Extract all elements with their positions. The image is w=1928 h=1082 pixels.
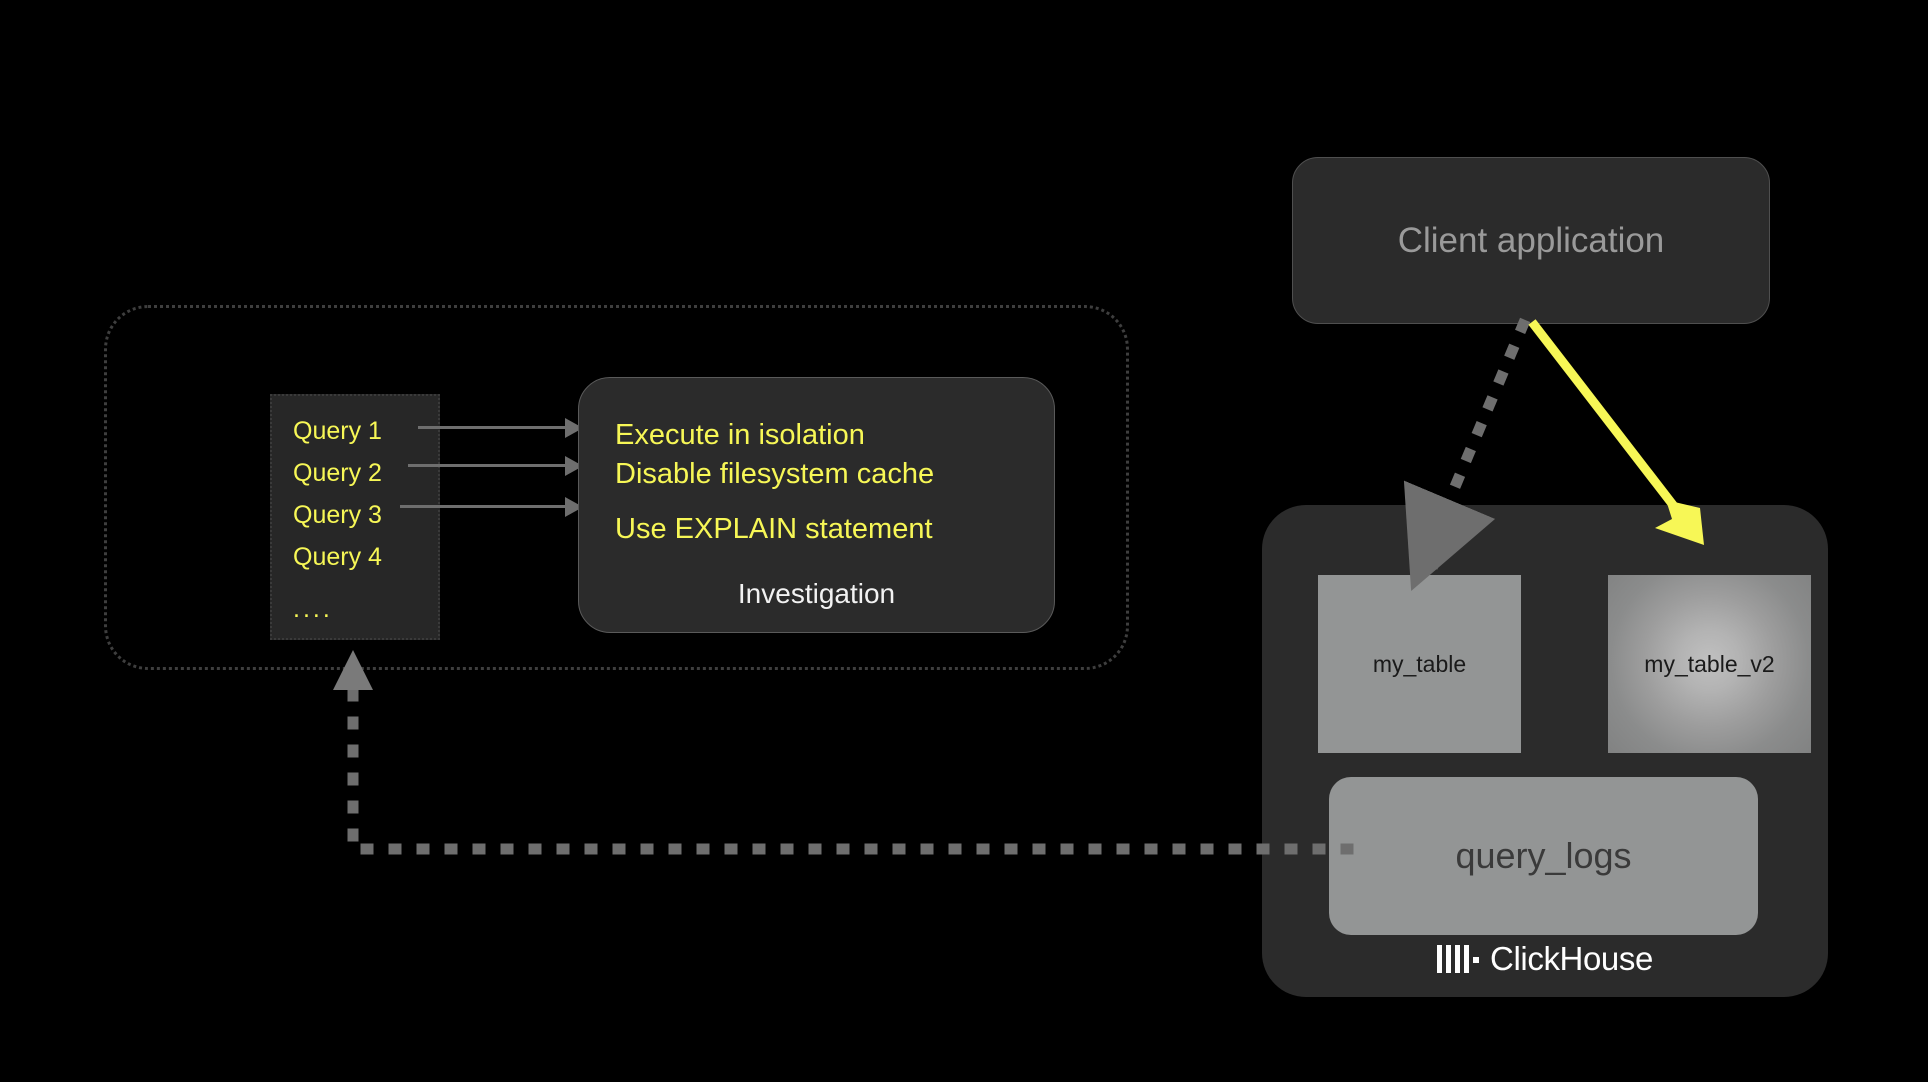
clickhouse-logo: ClickHouse	[1262, 940, 1828, 978]
list-item-ellipsis: ....	[293, 595, 333, 623]
query-list-box: Query 1 Query 2 Query 3 Query 4 ....	[270, 394, 440, 640]
investigation-tip: Disable filesystem cache	[615, 458, 935, 490]
table-label: my_table_v2	[1644, 650, 1775, 677]
query-logs-box: query_logs	[1329, 777, 1758, 935]
table-my-table: my_table	[1318, 575, 1521, 753]
list-item: Query 1	[293, 417, 382, 445]
clickhouse-wordmark: ClickHouse	[1490, 940, 1653, 977]
clickhouse-panel: my_table my_table_v2 query_logs ClickHou…	[1262, 505, 1828, 997]
list-item: Query 3	[293, 501, 382, 529]
table-my-table-v2: my_table_v2	[1608, 575, 1811, 753]
investigation-tips: Execute in isolation Disable filesystem …	[615, 416, 1040, 549]
arrow-query-1-to-investigation	[418, 418, 583, 438]
client-application-box: Client application	[1292, 157, 1770, 324]
connector-client-to-my-table-v2	[1528, 319, 1694, 530]
investigation-caption: Investigation	[737, 578, 896, 609]
investigation-tip: Use EXPLAIN statement	[615, 513, 933, 545]
table-label: my_table	[1372, 650, 1467, 677]
investigation-tip: Execute in isolation	[615, 419, 865, 451]
list-item: Query 4	[293, 543, 382, 571]
arrow-query-2-to-investigation	[408, 456, 583, 476]
investigation-panel: Execute in isolation Disable filesystem …	[578, 377, 1055, 633]
clickhouse-bars-icon	[1437, 945, 1480, 973]
connector-query-logs-to-queries	[347, 670, 1354, 855]
query-investigation-group	[104, 305, 1129, 670]
list-item: Query 2	[293, 459, 382, 487]
query-logs-label: query_logs	[1455, 835, 1632, 876]
client-application-label: Client application	[1397, 220, 1665, 260]
arrow-query-3-to-investigation	[400, 497, 583, 517]
connector-client-to-my-table	[1403, 317, 1531, 591]
